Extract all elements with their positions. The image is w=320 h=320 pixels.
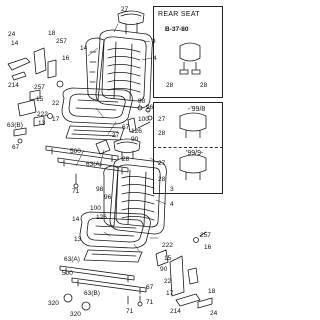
callout-222-lower: 222 bbox=[162, 242, 173, 249]
callout-98-upper: 98 bbox=[138, 98, 146, 105]
parts-diagram: REAR SEAT B-37-80 28 28 -'99/8 27 28 '99… bbox=[7, 6, 223, 318]
inset-divider bbox=[153, 147, 223, 148]
callout-14-lower: 14 bbox=[72, 216, 80, 223]
callout-3-upper: 3 bbox=[152, 38, 156, 45]
lower-seatback-frame bbox=[109, 157, 167, 235]
callout-500-upper: 500 bbox=[70, 148, 81, 155]
upper-hardware bbox=[73, 105, 153, 189]
callout-126-lower: 126 bbox=[96, 214, 107, 221]
exploded-seat-drawing bbox=[7, 10, 213, 311]
callout-4-lower: 4 bbox=[170, 201, 174, 208]
callout-67-upper: 67 bbox=[122, 124, 130, 131]
callout-63b-lower: 63(B) bbox=[84, 290, 100, 297]
callout-63a-upper: 63(A) bbox=[86, 161, 102, 168]
callout-27-upper: 27 bbox=[121, 6, 129, 13]
rear-seat-ref: B-37-80 bbox=[165, 26, 189, 33]
headrest-range-b: '99/9- bbox=[186, 150, 204, 157]
callout-14b-upper: 14 bbox=[80, 45, 88, 52]
headrest-b-top: 27 bbox=[158, 160, 166, 167]
callout-67-lower: 67 bbox=[146, 284, 154, 291]
callout-90-upper: 90 bbox=[131, 136, 139, 143]
callout-15-lower: 15 bbox=[164, 255, 172, 262]
callout-222-upper: 222 bbox=[37, 111, 48, 118]
callout-214-lower: 214 bbox=[170, 308, 181, 315]
upper-seat-cushion bbox=[61, 87, 133, 125]
headrest-version-inset bbox=[153, 102, 223, 194]
callout-3-lower: 3 bbox=[170, 186, 174, 193]
callout-17-upper: 17 bbox=[52, 116, 60, 123]
callout-22-lower: 22 bbox=[164, 278, 172, 285]
callout-13-upper: 13 bbox=[38, 120, 46, 127]
callout-17-lower: 17 bbox=[166, 290, 174, 297]
callout-13-lower: 13 bbox=[74, 236, 82, 243]
callout-22-upper: 22 bbox=[52, 100, 60, 107]
headrest-a-bottom: 28 bbox=[158, 130, 166, 137]
callout-100-lower: 100 bbox=[90, 205, 101, 212]
callout-320a-lower: 320 bbox=[48, 300, 59, 307]
lower-seat-cushion bbox=[79, 211, 151, 249]
callout-100-upper: 100 bbox=[138, 116, 149, 123]
callout-14a-upper: 14 bbox=[11, 40, 19, 47]
callout-63b-upper: 63(B) bbox=[7, 122, 23, 129]
callout-214-upper: 214 bbox=[8, 82, 19, 89]
callout-27-lower: 27 bbox=[112, 132, 120, 139]
callout-90-lower: 90 bbox=[160, 266, 168, 273]
callout-28-lower: 28 bbox=[122, 156, 130, 163]
upper-side-parts bbox=[7, 47, 64, 144]
callout-63a-lower: 63(A) bbox=[64, 256, 80, 263]
headrest-b-bottom: 28 bbox=[158, 176, 166, 183]
callout-96-upper: 96 bbox=[146, 104, 154, 111]
lower-seatback-cover bbox=[103, 165, 119, 227]
callout-257-lower: 257 bbox=[200, 232, 211, 239]
callout-71-lower: 71 bbox=[146, 299, 154, 306]
lower-cushion-frame bbox=[83, 249, 143, 263]
callout-257-upper: 257 bbox=[56, 38, 67, 45]
callout-18-upper: 18 bbox=[48, 30, 56, 37]
headrest-range-a: -'99/8 bbox=[188, 106, 206, 113]
upper-seatback-frame bbox=[95, 29, 153, 109]
callout-320b-lower: 320 bbox=[70, 311, 81, 318]
callout-15-upper: 15 bbox=[36, 96, 44, 103]
callout-96-lower: 96 bbox=[104, 194, 112, 201]
leader-lines bbox=[75, 10, 167, 253]
callout-24-upper: 24 bbox=[8, 31, 16, 38]
callout-257b-upper: 257 bbox=[34, 84, 45, 91]
callout-500-lower: 500 bbox=[62, 270, 73, 277]
upper-seatback-cover bbox=[85, 37, 105, 101]
rear-seat-title: REAR SEAT bbox=[158, 11, 200, 18]
callout-16-upper: 16 bbox=[62, 55, 70, 62]
callout-71-upper: 71 bbox=[72, 188, 80, 195]
inset-sketches bbox=[179, 42, 207, 180]
rear-seat-inset bbox=[153, 6, 223, 98]
lower-seat-rails bbox=[59, 265, 147, 295]
callout-71b-lower: 71 bbox=[126, 308, 134, 315]
rear-seat-part-left: 28 bbox=[166, 82, 174, 89]
callout-98-lower: 98 bbox=[96, 186, 104, 193]
upper-headrest bbox=[117, 10, 145, 35]
callout-67b-upper: 67 bbox=[12, 144, 20, 151]
headrest-a-top: 27 bbox=[158, 116, 166, 123]
callout-4-upper: 4 bbox=[153, 55, 157, 62]
callout-16-lower: 16 bbox=[204, 244, 212, 251]
callout-18-lower: 18 bbox=[208, 288, 216, 295]
lower-side-parts bbox=[63, 231, 213, 311]
callout-24-lower: 24 bbox=[210, 310, 218, 317]
rear-seat-part-right: 28 bbox=[200, 82, 208, 89]
callout-126-upper: 126 bbox=[131, 128, 142, 135]
